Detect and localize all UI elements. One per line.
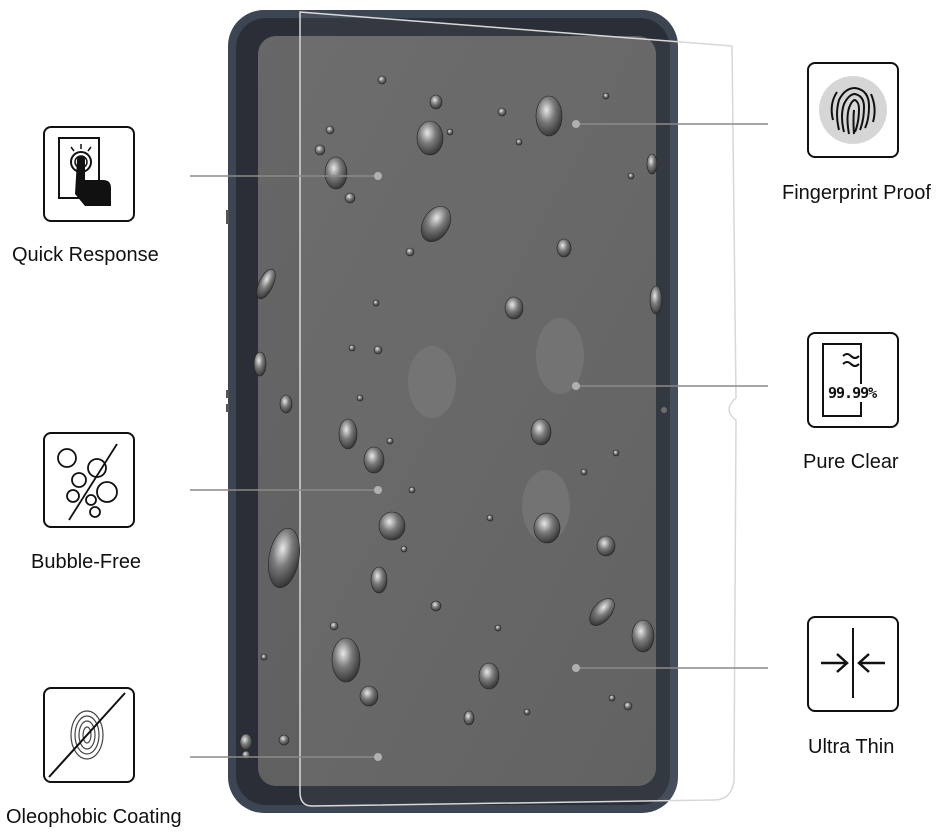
fingerprint-proof-label: Fingerprint Proof [782,182,931,204]
bubbles-icon [57,443,118,521]
transparency-icon [822,343,862,417]
bubble-free-label: Bubble-Free [31,551,142,573]
oleophobic-label: Oleophobic Coating [6,806,182,828]
screen-protector [299,11,737,807]
fingerprint-proof-feature [807,62,899,158]
quick-response-label: Quick Response [12,244,159,266]
fingerprint-icon [819,76,887,144]
bubble-free-feature [43,432,135,528]
ultra-thin-label: Ultra Thin [808,736,895,758]
pure-clear-label: Pure Clear [803,451,899,473]
pure-clear-badge: 99.99% [827,384,877,402]
tablet-screen [258,36,656,786]
oleophobic-icon [48,692,126,778]
thin-arrows-icon [821,628,885,698]
pure-clear-feature: 99.99% [807,332,899,428]
touch-icon [58,137,111,206]
oleophobic-feature [43,687,135,783]
quick-response-feature [43,126,135,222]
ultra-thin-feature [807,616,899,712]
